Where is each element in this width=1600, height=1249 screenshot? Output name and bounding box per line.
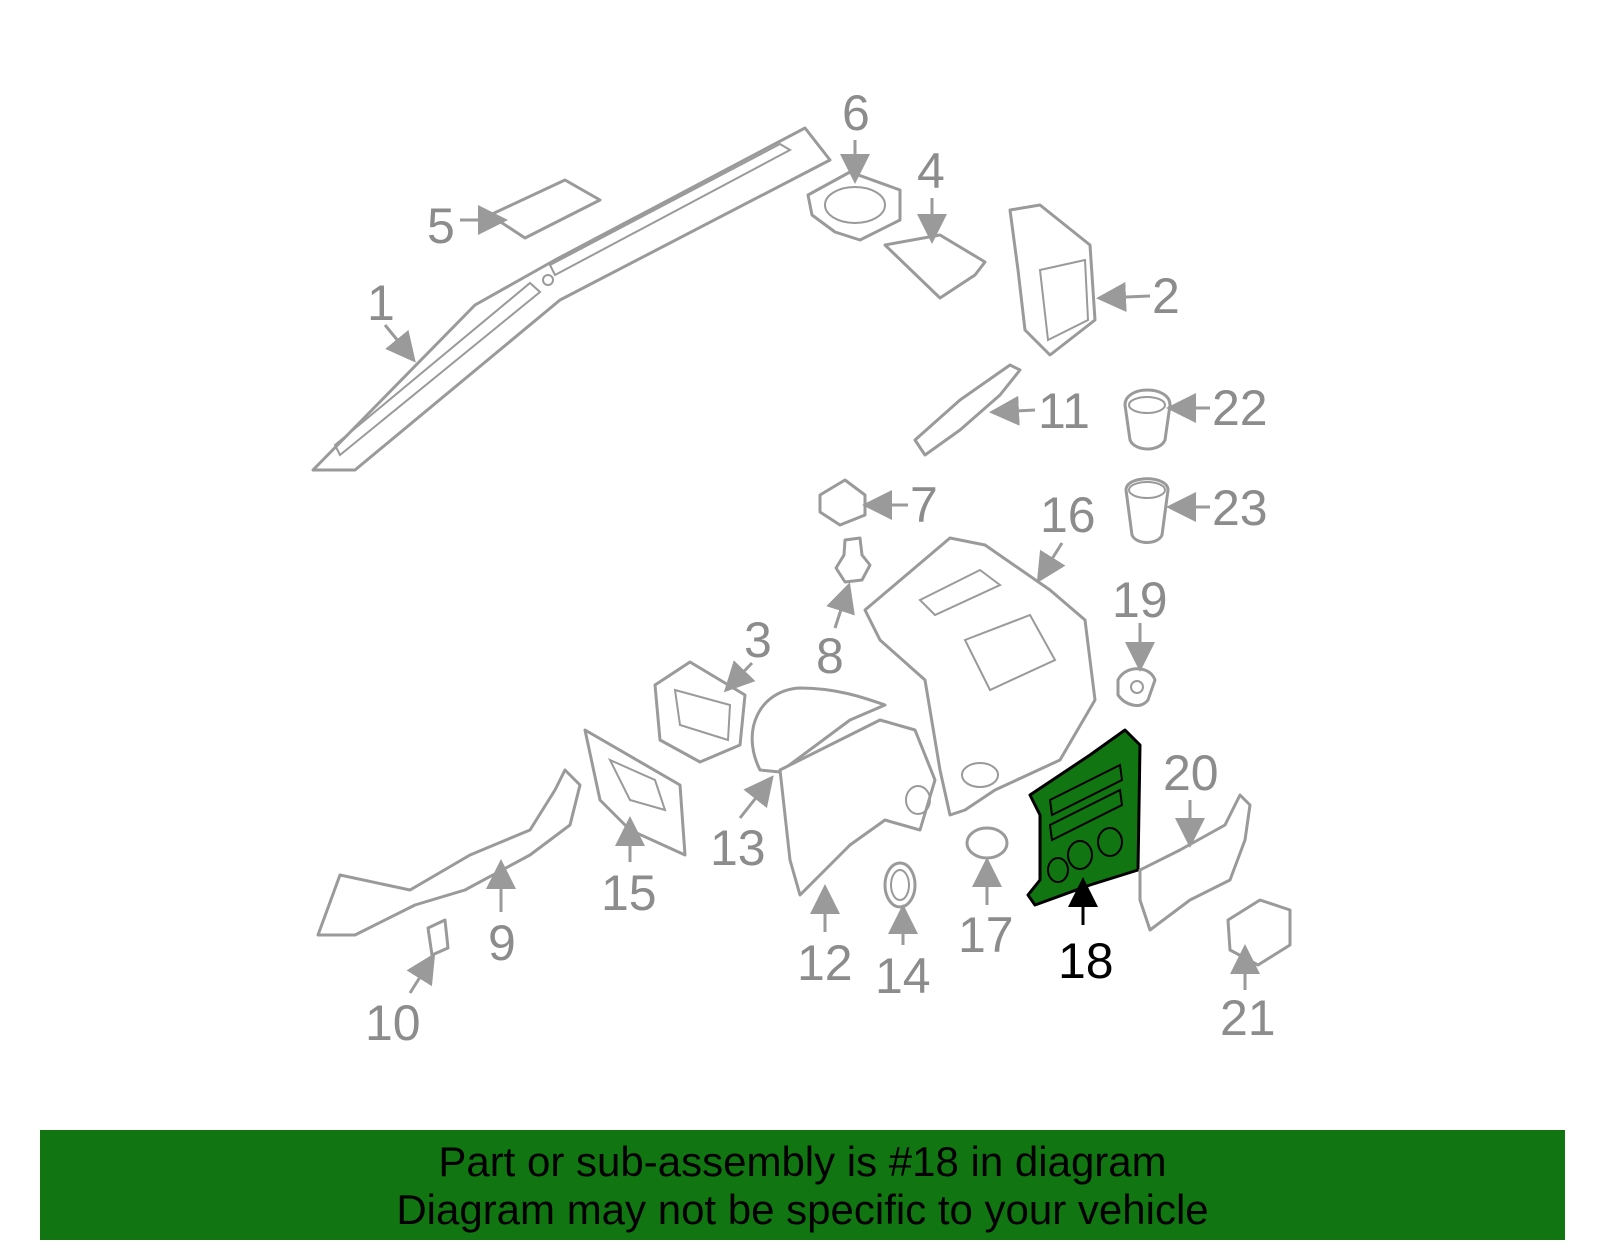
- part-3-vent: [653, 660, 747, 764]
- part-14-ring: [883, 861, 917, 909]
- callout-23: 23: [1212, 480, 1268, 536]
- part-21-switch: [1226, 898, 1292, 967]
- callout-13: 13: [710, 820, 766, 876]
- part-6-speaker-cover: [806, 170, 902, 242]
- callout-22: 22: [1212, 380, 1268, 436]
- part-13-cluster-hood: [750, 686, 887, 774]
- callout-3: 3: [744, 612, 772, 668]
- callout-16: 16: [1040, 487, 1096, 543]
- part-12-cluster-bezel: [778, 718, 937, 897]
- callout-11: 11: [1038, 383, 1090, 439]
- part-16-center-bezel: [863, 536, 1097, 817]
- callout-18-highlighted: 18: [1058, 933, 1114, 989]
- part-17-cover: [965, 826, 1009, 860]
- callout-2: 2: [1152, 268, 1180, 324]
- parts-diagram: 1 2 3 4 5 6 7 8 9 10 11 12 13 14 15 16 1…: [311, 85, 1292, 1051]
- caption-line-1: Part or sub-assembly is #18 in diagram: [438, 1138, 1167, 1185]
- part-15-side-panel: [583, 728, 687, 857]
- callout-15: 15: [601, 865, 657, 921]
- caption-banner: Part or sub-assembly is #18 in diagram D…: [40, 1130, 1565, 1240]
- caption-line-2: Diagram may not be specific to your vehi…: [396, 1186, 1209, 1233]
- callout-9: 9: [488, 915, 516, 971]
- callout-8: 8: [816, 628, 844, 684]
- part-10-clip: [426, 918, 450, 957]
- part-1-defroster-grille: [311, 126, 832, 472]
- callout-14: 14: [875, 948, 931, 1004]
- callout-17: 17: [958, 907, 1014, 963]
- callout-4: 4: [917, 143, 945, 199]
- leader-lines: [383, 140, 1260, 994]
- callout-10: 10: [365, 995, 421, 1051]
- part-2-side-vent: [1008, 203, 1097, 357]
- part-20-console-bracket: [1138, 793, 1252, 932]
- callout-5: 5: [427, 198, 455, 254]
- callout-12: 12: [797, 935, 853, 991]
- part-8-knob: [834, 536, 872, 584]
- callout-7: 7: [910, 477, 938, 533]
- part-23-cup-holder-insert: [1124, 477, 1170, 544]
- part-5-label-plate: [488, 178, 602, 240]
- part-19-clip: [1116, 667, 1157, 707]
- callout-19: 19: [1112, 572, 1168, 628]
- part-9-lower-panel: [316, 768, 582, 937]
- callout-20: 20: [1163, 745, 1219, 801]
- callout-labels: 1 2 3 4 5 6 7 8 9 10 11 12 13 14 15 16 1…: [365, 85, 1276, 1051]
- part-22-cup-holder: [1123, 388, 1172, 451]
- part-4-trim-panel: [883, 233, 987, 300]
- callout-6: 6: [842, 85, 870, 141]
- callout-1: 1: [367, 275, 395, 331]
- part-11-bracket: [913, 363, 1022, 457]
- part-7-clip: [818, 478, 867, 527]
- callout-21: 21: [1220, 990, 1276, 1046]
